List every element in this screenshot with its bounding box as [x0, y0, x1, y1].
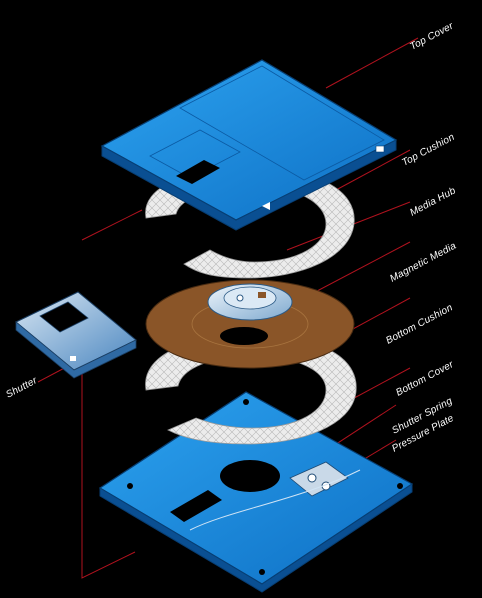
label-magnetic-media: Magnetic Media — [388, 240, 458, 284]
leader-shutter-vertical — [81, 300, 136, 579]
label-bottom-cover: Bottom Cover — [394, 359, 456, 399]
label-top-cover: Top Cover — [408, 20, 456, 52]
bottom-cover — [98, 391, 414, 593]
top-cover — [100, 59, 398, 231]
label-bottom-cushion: Bottom Cushion — [384, 302, 455, 347]
pressure-plate — [289, 461, 349, 497]
leader-top-cushion — [335, 149, 411, 191]
shutter — [15, 291, 137, 379]
label-shutter: Shutter — [4, 375, 39, 401]
label-media-hub: Media Hub — [408, 185, 458, 218]
leader-shutter-top — [81, 209, 143, 241]
magnetic-media — [145, 279, 355, 369]
media-hub — [207, 283, 293, 321]
shutter-spring — [189, 469, 361, 531]
leader-top-cover — [325, 37, 419, 89]
